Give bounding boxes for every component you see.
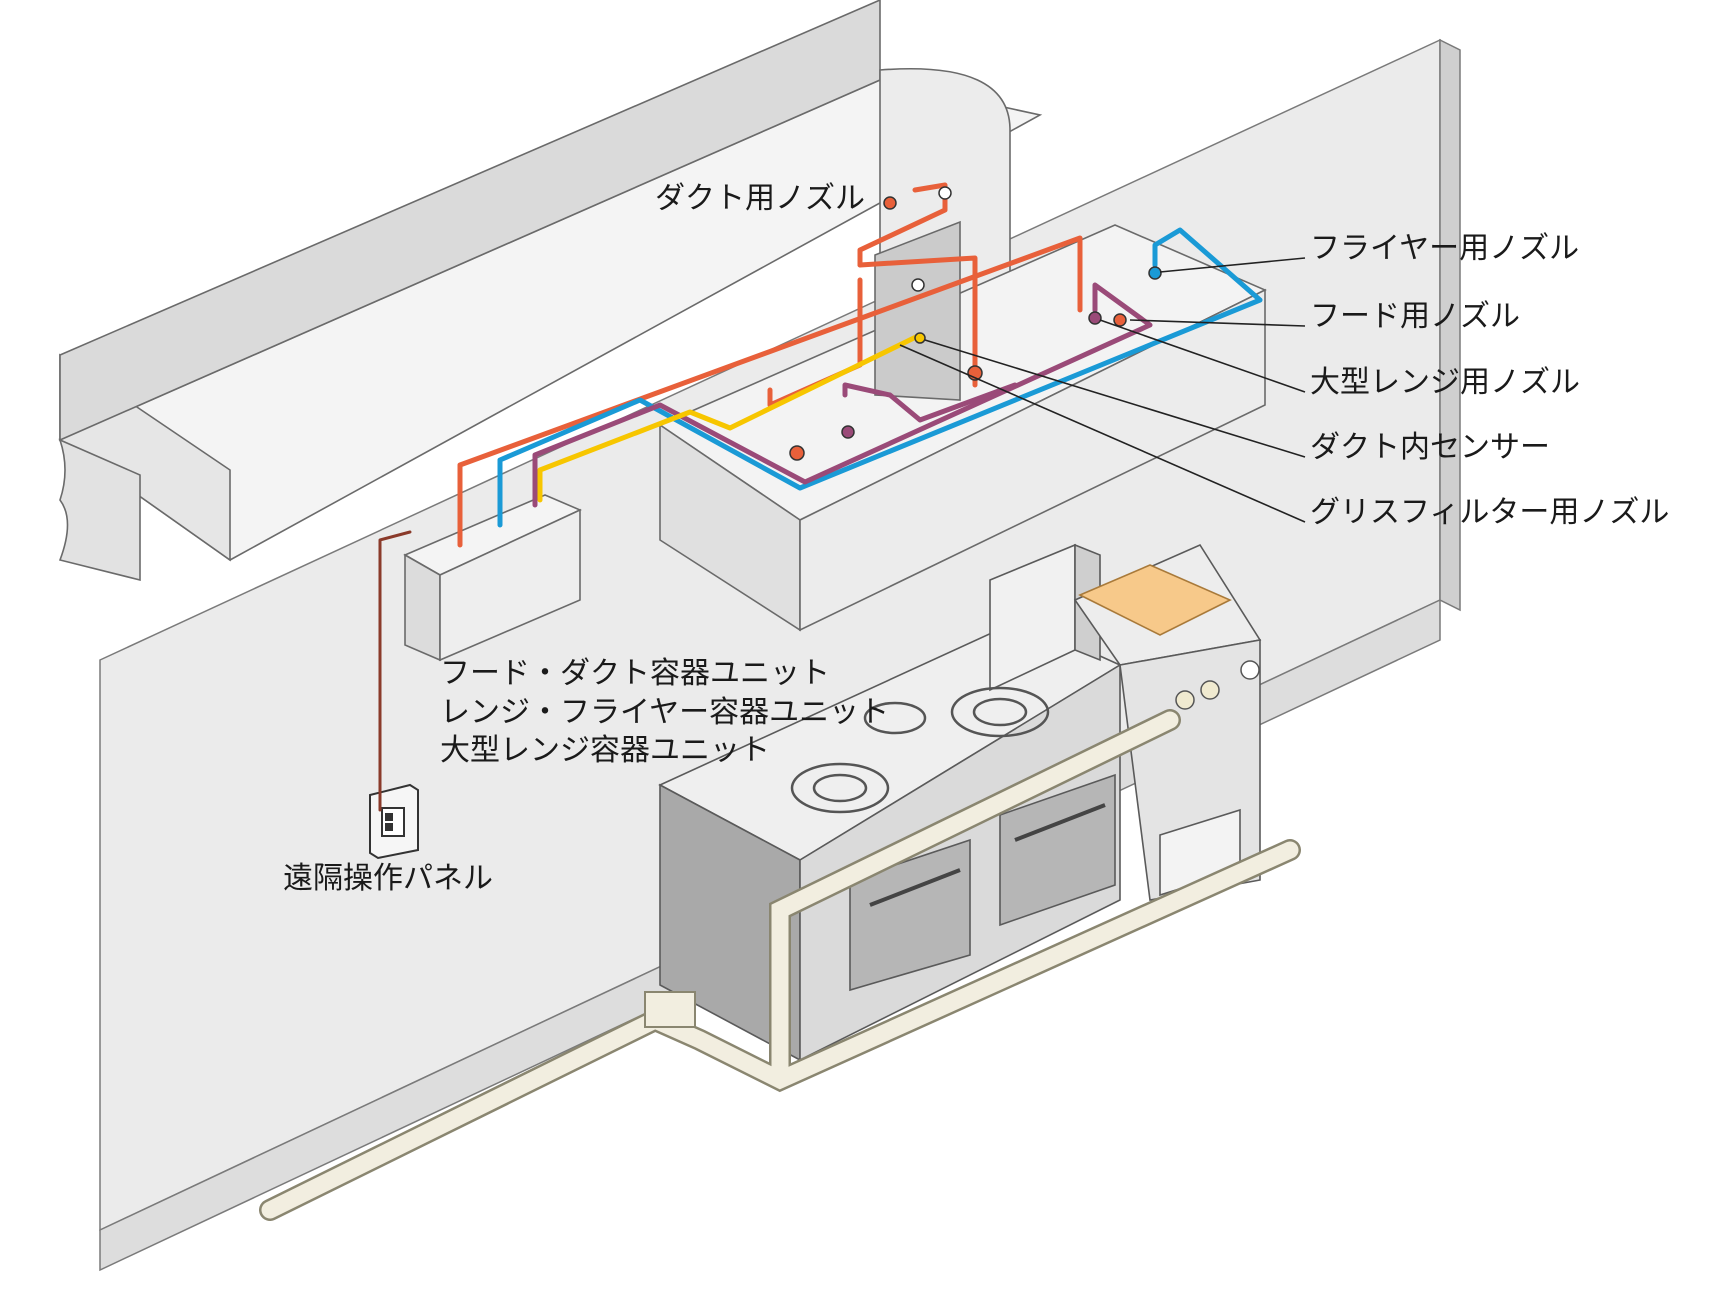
leader-lines [899,257,1306,523]
pipe-orange [457,235,1083,548]
gas-pipe [259,709,1301,1221]
pipe-purple-2 [842,382,1018,423]
pipe-yellow [537,332,923,503]
burners [790,686,1050,814]
label-remote-panel: 遠隔操作パネル [283,861,493,896]
pipe-blue [497,227,1263,528]
label-hood-nozzle: フード用ノズル [1310,299,1520,334]
label-unit-hood-duct: フード・ダクト容器ユニット [440,656,830,691]
pipe-purple [532,282,1153,508]
pipe-orange-3 [857,182,948,268]
agent-pipes [378,182,1263,812]
remote-panel-box [369,783,419,860]
container-unit-box [403,494,582,662]
label-unit-range-fryer: レンジ・フライヤー容器ユニット [440,695,889,730]
label-duct-nozzle: ダクト用ノズル [655,181,865,216]
pipe-brown [378,530,412,812]
label-large-range-nozzle: 大型レンジ用ノズル [1310,365,1580,400]
label-fryer-nozzle: フライヤー用ノズル [1310,231,1579,266]
label-group: ダクト用ノズル フライヤー用ノズル フード用ノズル 大型レンジ用ノズル ダクト内… [283,181,1669,896]
duct-nozzle-dot [883,196,897,210]
range-knobs [1175,660,1260,710]
label-duct-sensor: ダクト内センサー [1310,430,1550,465]
label-unit-large-range: 大型レンジ容器ユニット [440,733,770,768]
label-grease-filter-nozzle: グリスフィルター用ノズル [1310,495,1669,530]
pipe-orange-2 [857,255,978,388]
